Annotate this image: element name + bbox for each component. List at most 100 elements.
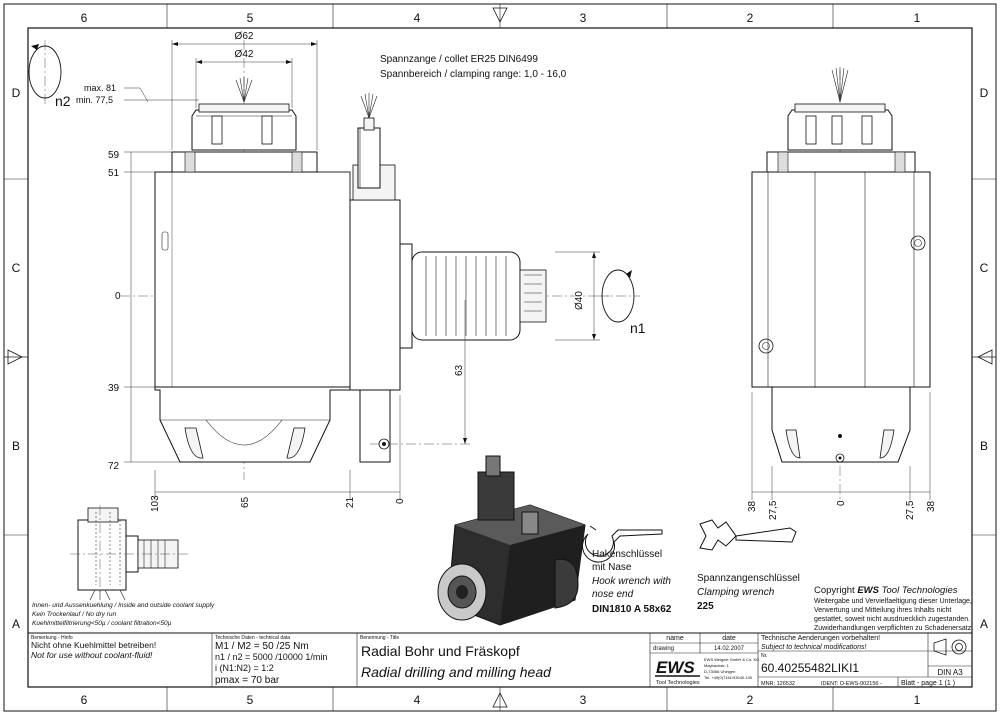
dim-38-left: 38 — [747, 500, 758, 512]
clamping-wrench-en: Clamping wrench — [697, 587, 775, 598]
hook-wrench-en-2: nose end — [592, 589, 634, 600]
copyright-line: Verwertung und Mitteilung ihres Inhalts … — [814, 607, 951, 614]
dim-103: 103 — [150, 495, 161, 512]
part-number: 60.40255482LIKI1 — [761, 661, 859, 675]
col-label-bottom: 4 — [414, 693, 421, 707]
side-lower-head — [771, 386, 911, 463]
copyright-title: Copyright EWS Tool Technologies — [814, 585, 958, 596]
front-dimensions: Ø62 Ø42 max. 81 min. 77,5 59 51 0 39 72 … — [76, 31, 600, 512]
rotation-label-n2: n2 — [55, 93, 71, 109]
col-label-bottom: 5 — [247, 693, 254, 707]
paper-format: DIN A3 — [937, 668, 963, 677]
dim-diameter-42: Ø42 — [235, 49, 254, 60]
hook-wrench-drawing — [582, 525, 663, 563]
copyright-line: Zuwiderhandlungen verpflichten zu Schade… — [814, 625, 973, 632]
dim-0-origin: 0 — [115, 291, 121, 302]
side-collet-nut — [787, 109, 893, 151]
tech-speed: n1 / n2 = 5000 /10000 1/min — [215, 652, 327, 662]
coolant-note-3: Kuehlmittelfiltrierung<50µ / coolant fil… — [32, 620, 172, 627]
clamping-wrench-drawing — [699, 519, 797, 551]
company-line: EWS Weigele GmbH & Co. KG — [704, 657, 759, 662]
spindle-coupling — [519, 269, 547, 323]
row-label-left: A — [12, 617, 20, 631]
row-label-left: D — [12, 86, 21, 100]
tech-label: Technische Daten - technical data — [215, 635, 290, 641]
dim-63: 63 — [454, 364, 465, 376]
drawing-title-de: Radial Bohr und Fräskopf — [361, 643, 520, 659]
hook-wrench-de-1: Hakenschlüssel — [592, 549, 662, 560]
drawing-date: 14.02.2007 — [714, 646, 745, 652]
housing-body — [154, 171, 351, 388]
side-dimensions: 38 27,5 0 27,5 38 — [747, 392, 937, 520]
coolant-nozzle — [357, 127, 381, 189]
number-label: Nr. — [761, 653, 767, 659]
copyright-line: gestattet, soweit nicht ausdruecklich zu… — [814, 616, 970, 623]
dim-21: 21 — [345, 496, 356, 508]
dim-72: 72 — [108, 461, 120, 472]
dim-max-81: max. 81 — [84, 83, 116, 93]
tech-torque: M1 / M2 = 50 /25 Nm — [215, 641, 309, 652]
svg-text:EWS: EWS — [656, 658, 695, 677]
remark-en: Not for use without coolant-fluid! — [31, 650, 153, 660]
dim-51: 51 — [108, 168, 120, 179]
change-note-en: Subject to technical modifications! — [761, 644, 866, 651]
dim-diameter-62: Ø62 — [235, 31, 254, 42]
border-labels: 6 5 4 3 2 1 6 5 4 3 2 1 D C B A D C B A — [12, 11, 989, 707]
change-note-de: Technische Aenderungen vorbehalten! — [761, 635, 880, 642]
side-block — [349, 199, 401, 391]
coolant-note-2: Kein Trockenlauf / No dry run — [32, 611, 116, 618]
dim-65: 65 — [240, 496, 251, 508]
side-view — [751, 67, 931, 500]
dim-0-bottom: 0 — [395, 498, 406, 504]
front-view — [120, 40, 610, 480]
company-line: D-73066 Uhingen — [704, 669, 735, 674]
rotation-n2: n2 — [28, 40, 71, 109]
col-label-top: 6 — [81, 11, 88, 25]
col-label-top: 3 — [580, 11, 587, 25]
col-label-bottom: 1 — [914, 693, 921, 707]
copyright-line: Weitergabe und Vervielfaeltigung dieser … — [814, 598, 972, 605]
collet-spec-line2: Spannbereich / clamping range: 1,0 - 16,… — [380, 69, 567, 80]
dim-59: 59 — [108, 150, 120, 161]
row-label-right: D — [980, 86, 989, 100]
date-column-header: date — [722, 635, 736, 642]
dim-27-5-left: 27,5 — [768, 500, 779, 520]
coolant-schematic — [70, 505, 190, 601]
dim-diameter-40: Ø40 — [574, 291, 585, 310]
col-label-top: 1 — [914, 11, 921, 25]
drawing-title-en: Radial drilling and milling head — [361, 664, 552, 680]
collet-spec-line1: Spannzange / collet ER25 DIN6499 — [380, 54, 538, 65]
col-label-bottom: 3 — [580, 693, 587, 707]
remark-label: Bemerkung - Hinfo — [31, 635, 73, 641]
clamping-wrench-spec: 225 — [697, 601, 714, 612]
clamping-wrench-de: Spannzangenschlüssel — [697, 573, 800, 584]
name-column-header: name — [666, 635, 684, 642]
rotation-label-n1: n1 — [630, 320, 646, 336]
collet-nut — [191, 109, 297, 151]
row-label-right: B — [980, 439, 988, 453]
col-label-top: 2 — [747, 11, 754, 25]
col-label-bottom: 6 — [81, 693, 88, 707]
tech-ratio: i (N1:N2) = 1:2 — [215, 663, 274, 673]
ews-logo: EWS Tool Technologies — [655, 658, 700, 686]
col-label-top: 4 — [414, 11, 421, 25]
sheet-number: Blatt - page 1 (1 ) — [901, 680, 955, 687]
row-label-right: A — [980, 617, 988, 631]
drawing-row-label: drawing — [653, 646, 674, 652]
remark-de: Nicht ohne Kuehlmittel betreiben! — [31, 640, 156, 650]
dim-min-77-5: min. 77,5 — [76, 95, 113, 105]
tech-pressure: pmax = 70 bar — [215, 675, 280, 686]
mnr: MNR: 126532 — [761, 681, 795, 687]
ident: IDENT: D-EWS-002156 - — [821, 681, 882, 687]
dim-0-side: 0 — [836, 500, 847, 506]
rotation-n1: n1 — [598, 269, 646, 336]
row-label-left: C — [12, 261, 21, 275]
product-render-image — [437, 455, 586, 626]
dim-38-right: 38 — [926, 500, 937, 512]
name-label: Benennung - Title — [360, 635, 399, 641]
dim-39: 39 — [108, 383, 120, 394]
hook-wrench-de-2: mit Nase — [592, 562, 632, 573]
company-line: Maybachstr. 1 — [704, 663, 730, 668]
